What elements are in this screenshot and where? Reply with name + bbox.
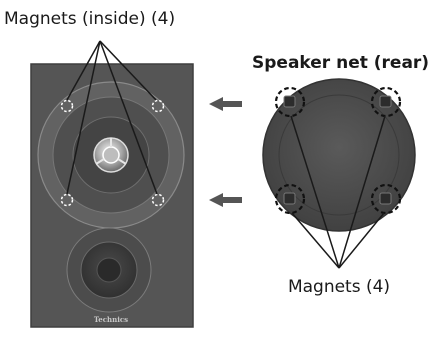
arrow-left-icon <box>209 97 242 111</box>
woofer-dust-cap <box>96 257 122 283</box>
magnets-inside-label: Magnets (inside) (4) <box>4 9 175 29</box>
tweeter-phase-plug <box>102 146 120 164</box>
magnet-icon <box>370 183 402 215</box>
speaker-net-inner-ring <box>278 94 400 216</box>
magnet-icon <box>151 99 165 113</box>
speaker-front-icon: Technics <box>30 63 194 328</box>
magnet-icon <box>370 86 402 118</box>
arrow-left-icon <box>209 193 242 207</box>
inside-magnets <box>60 99 165 207</box>
magnet-icon <box>274 86 306 118</box>
magnet-icon <box>60 99 74 113</box>
net-magnet-pads <box>283 95 392 205</box>
speaker-brand: Technics <box>94 315 128 324</box>
speaker-net-rear-label: Speaker net (rear) <box>252 53 429 73</box>
magnet-icon <box>60 193 74 207</box>
net-magnets-leader-lines <box>290 115 386 269</box>
magnet-icon <box>151 193 165 207</box>
inside-magnets-leader-lines <box>66 40 158 195</box>
magnets-label: Magnets (4) <box>288 277 390 297</box>
tweeter-guard <box>95 138 127 165</box>
speaker-net-icon <box>262 78 416 232</box>
magnet-icon <box>274 183 306 215</box>
speaker-net-body <box>262 78 416 232</box>
net-magnets <box>274 86 402 215</box>
